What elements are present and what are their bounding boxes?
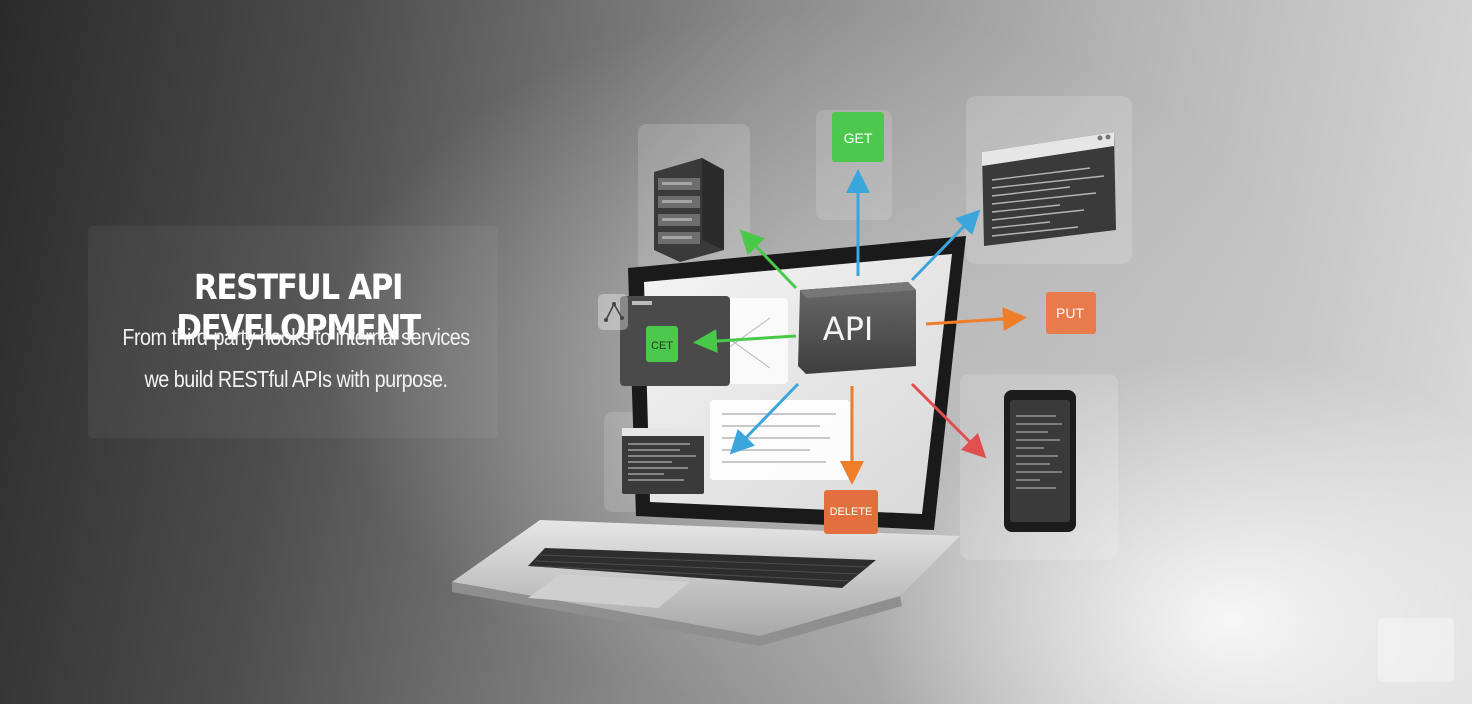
arrow-get-left: [693, 329, 797, 354]
put-badge: [1046, 292, 1096, 334]
hero-text-backdrop: [88, 226, 498, 438]
delete-badge: [824, 490, 878, 534]
get-top-label: GET: [844, 130, 873, 146]
arrow-server: [739, 229, 798, 290]
get-top-badge: [832, 112, 884, 162]
hero-subtitle-line-1: From third-party hooks to internal servi…: [122, 324, 470, 350]
put-label: PUT: [1056, 305, 1084, 321]
delete-label: DELETE: [830, 506, 873, 518]
code-window-icon: [982, 132, 1116, 246]
arrow-response: [729, 382, 800, 455]
response-card: [710, 400, 850, 480]
get-left-label: CET: [651, 340, 673, 352]
arrow-code-window: [910, 209, 981, 282]
hero-title: RESTFUL API DEVELOPMENT: [176, 267, 421, 349]
api-hub: API: [798, 282, 916, 374]
hero-subtitle-line-2: we build RESTful APIs with purpose.: [144, 366, 448, 392]
server-rack-icon: [654, 158, 724, 262]
smartphone-icon: [1004, 390, 1076, 532]
get-left-badge: [646, 326, 678, 362]
share-node-icon: [598, 294, 628, 330]
code-snippet-icon: [622, 428, 704, 494]
api-hub-label: API: [823, 310, 874, 348]
arrow-phone: [910, 382, 987, 459]
corner-widget[interactable]: [1378, 618, 1454, 682]
arrow-put: [925, 307, 1027, 331]
